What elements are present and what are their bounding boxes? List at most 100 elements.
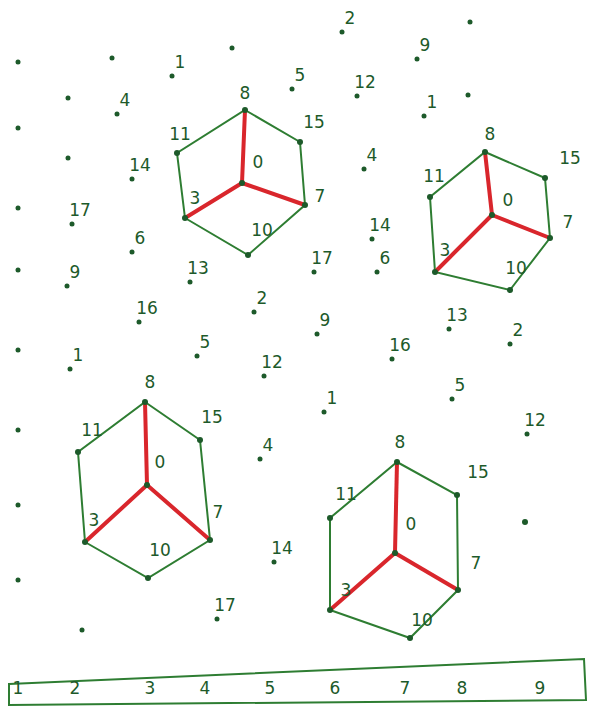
lattice-dot [258,457,263,462]
lattice-number: 1 [175,54,186,71]
vertex-dot [75,449,81,455]
lattice-number: 6 [135,230,146,247]
vertex-number: 7 [563,214,574,231]
lattice-dot [130,250,135,255]
vertex-dot [245,252,251,258]
bar-number: 1 [13,680,24,697]
lattice-dot [340,30,345,35]
vertex-number: 8 [145,374,156,391]
vertex-number: 11 [81,422,103,439]
lattice-dot [508,342,513,347]
lattice-dot [70,222,75,227]
vertex-number: 10 [411,612,433,629]
vertex-number: 10 [505,260,527,277]
vertex-dot [207,537,213,543]
vertex-dot [302,202,308,208]
lattice-number: 5 [295,67,306,84]
lattice-number: 17 [69,202,91,219]
lattice-number: 13 [446,307,468,324]
vertex-number: 15 [201,409,223,426]
lattice-dot [195,354,200,359]
lattice-dot [188,280,193,285]
lattice-number: 6 [380,250,391,267]
hexagon-outline [410,114,590,310]
lattice-number: 12 [261,354,283,371]
vertex-number: 10 [149,542,171,559]
cube-hexagon: 8157103110 [58,362,238,598]
vertex-number: 8 [395,434,406,451]
vertex-number: 15 [303,114,325,131]
lattice-dot [65,284,70,289]
lattice-dot [68,367,73,372]
lattice-number: 1 [327,390,338,407]
vertex-dot [394,459,400,465]
vertex-dot [174,150,180,156]
red-edge [492,215,550,238]
bar-number: 2 [70,680,81,697]
bar-number: 5 [265,680,276,697]
lattice-number: 4 [263,437,274,454]
lattice-dot [290,87,295,92]
red-edge [330,553,395,610]
vertex-dot [455,587,461,593]
lattice-number: 1 [73,347,84,364]
red-edge [145,402,147,485]
lattice-number: 13 [187,260,209,277]
vertex-dot [239,180,245,186]
bar-number: 3 [145,680,156,697]
lattice-dot [415,57,420,62]
lattice-number: 9 [420,37,431,54]
lattice-dot [315,332,320,337]
lattice-dot [262,374,267,379]
cube-hexagon: 8157103110 [310,422,498,658]
lattice-dot [525,432,530,437]
vertex-number: 11 [169,126,191,143]
lattice-number: 12 [524,412,546,429]
bar-border [9,659,586,705]
vertex-dot [507,287,513,293]
lattice-number: 14 [271,540,293,557]
vertex-dot [327,607,333,613]
cube-hexagon: 8157103110 [157,73,340,275]
vertex-dot [547,235,553,241]
lattice-number: 14 [129,157,151,174]
vertex-number: 0 [406,516,417,533]
lattice-dot [450,397,455,402]
lattice-number: 4 [120,92,131,109]
hexagon-edge [177,110,305,255]
lattice-number: 2 [345,10,356,27]
vertex-number: 3 [341,582,352,599]
lattice-dot [137,320,142,325]
vertex-dot [392,550,398,556]
lattice-number: 4 [367,147,378,164]
vertex-dot [482,149,488,155]
vertex-dot [145,575,151,581]
vertex-dot [182,215,188,221]
vertex-dot [432,269,438,275]
vertex-dot [144,482,150,488]
lattice-number: 16 [389,337,411,354]
bar-number: 8 [457,680,468,697]
vertex-dot [327,515,333,521]
bar-outline [6,656,590,708]
vertex-number: 8 [240,85,251,102]
lattice-number: 17 [311,250,333,267]
hexagon-outline [310,422,498,658]
bar-number: 6 [330,680,341,697]
lattice-number: 14 [369,217,391,234]
lattice-dot [252,310,257,315]
vertex-dot [407,635,413,641]
red-edge [147,485,210,540]
hexagon-edge [330,462,458,638]
lattice-dot [130,177,135,182]
red-edge [242,183,305,205]
vertex-number: 0 [503,192,514,209]
lattice-number: 2 [513,322,524,339]
red-edge [85,485,147,542]
vertex-dot [427,194,433,200]
lattice-dot [375,270,380,275]
vertex-number: 3 [89,512,100,529]
lattice-dot [322,410,327,415]
lattice-number: 12 [354,74,376,91]
